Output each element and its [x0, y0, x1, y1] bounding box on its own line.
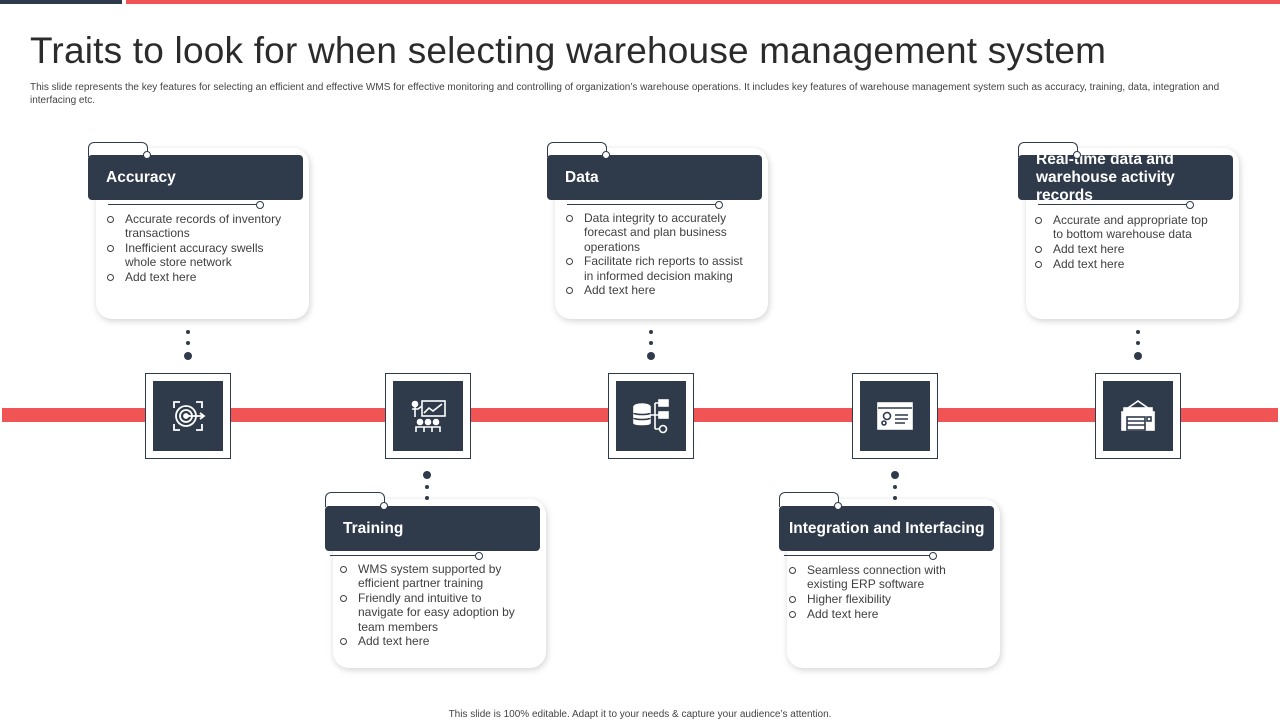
card-title: Integration and Interfacing — [789, 519, 985, 537]
card-tab — [547, 142, 607, 157]
card-title: Real-time data and warehouse activity re… — [1036, 150, 1175, 204]
bullet-item: Add text here — [106, 270, 286, 284]
bullet-item: Add text here — [565, 283, 745, 297]
card-bullets: Seamless connection with existing ERP so… — [788, 563, 968, 622]
header-ring — [602, 151, 610, 159]
bullet-item: Friendly and intuitive to navigate for e… — [339, 591, 524, 634]
header-underline — [108, 204, 258, 205]
training-icon-box — [385, 373, 471, 459]
header-ring — [834, 502, 842, 510]
slide-description: This slide represents the key features f… — [30, 82, 1220, 106]
card-bullets: WMS system supported by efficient partne… — [339, 562, 524, 649]
warehouse-icon-box — [1095, 373, 1181, 459]
card-bullets: Accurate and appropriate top to bottom w… — [1034, 213, 1219, 272]
underline-ring — [475, 552, 483, 560]
card-title: Accuracy — [106, 168, 176, 186]
header-underline — [784, 555, 931, 556]
card-tab — [88, 142, 148, 157]
card-title: Training — [343, 519, 404, 537]
card-header: Training — [325, 506, 540, 551]
bullet-item: WMS system supported by efficient partne… — [339, 562, 524, 591]
card-header: Real-time data and warehouse activity re… — [1018, 151, 1233, 204]
data-icon-box — [608, 373, 694, 459]
bullet-item: Facilitate rich reports to assist in inf… — [565, 254, 745, 283]
underline-ring — [715, 201, 723, 209]
card-tab — [779, 492, 839, 507]
bullet-item: Add text here — [1034, 242, 1219, 256]
bullet-item: Add text here — [339, 634, 524, 648]
card-header: Data — [547, 155, 762, 200]
card-bullets: Data integrity to accurately forecast an… — [565, 211, 745, 298]
header-underline — [567, 204, 717, 205]
header-underline — [1038, 204, 1188, 205]
header-ring — [143, 151, 151, 159]
underline-ring — [929, 552, 937, 560]
header-underline — [330, 555, 477, 556]
card-bullets: Accurate records of inventory transactio… — [106, 212, 286, 285]
bullet-item: Add text here — [788, 607, 968, 621]
bullet-item: Accurate and appropriate top to bottom w… — [1034, 213, 1219, 242]
database-network-icon — [616, 381, 686, 451]
presentation-icon — [393, 381, 463, 451]
browser-settings-icon — [860, 381, 930, 451]
bullet-item: Data integrity to accurately forecast an… — [565, 211, 745, 254]
target-icon — [153, 381, 223, 451]
card-tab — [325, 492, 385, 507]
bullet-item: Inefficient accuracy swells whole store … — [106, 241, 286, 270]
top-accent-bar-dark — [0, 0, 122, 4]
card-header: Integration and Interfacing — [779, 506, 994, 551]
card-header: Accuracy — [88, 155, 303, 200]
bullet-item: Seamless connection with existing ERP so… — [788, 563, 968, 592]
top-accent-bar-red — [126, 0, 1280, 4]
card-title: Data — [565, 168, 599, 186]
accuracy-icon-box — [145, 373, 231, 459]
slide-title: Traits to look for when selecting wareho… — [30, 30, 1107, 71]
integration-icon-box — [852, 373, 938, 459]
underline-ring — [1186, 201, 1194, 209]
bullet-item: Accurate records of inventory transactio… — [106, 212, 286, 241]
card-tab — [1018, 142, 1078, 157]
header-ring — [380, 502, 388, 510]
slide-footer: This slide is 100% editable. Adapt it to… — [448, 709, 832, 720]
header-ring — [1073, 151, 1081, 159]
bullet-item: Add text here — [1034, 257, 1219, 271]
underline-ring — [256, 201, 264, 209]
bullet-item: Higher flexibility — [788, 592, 968, 606]
warehouse-icon — [1103, 381, 1173, 451]
